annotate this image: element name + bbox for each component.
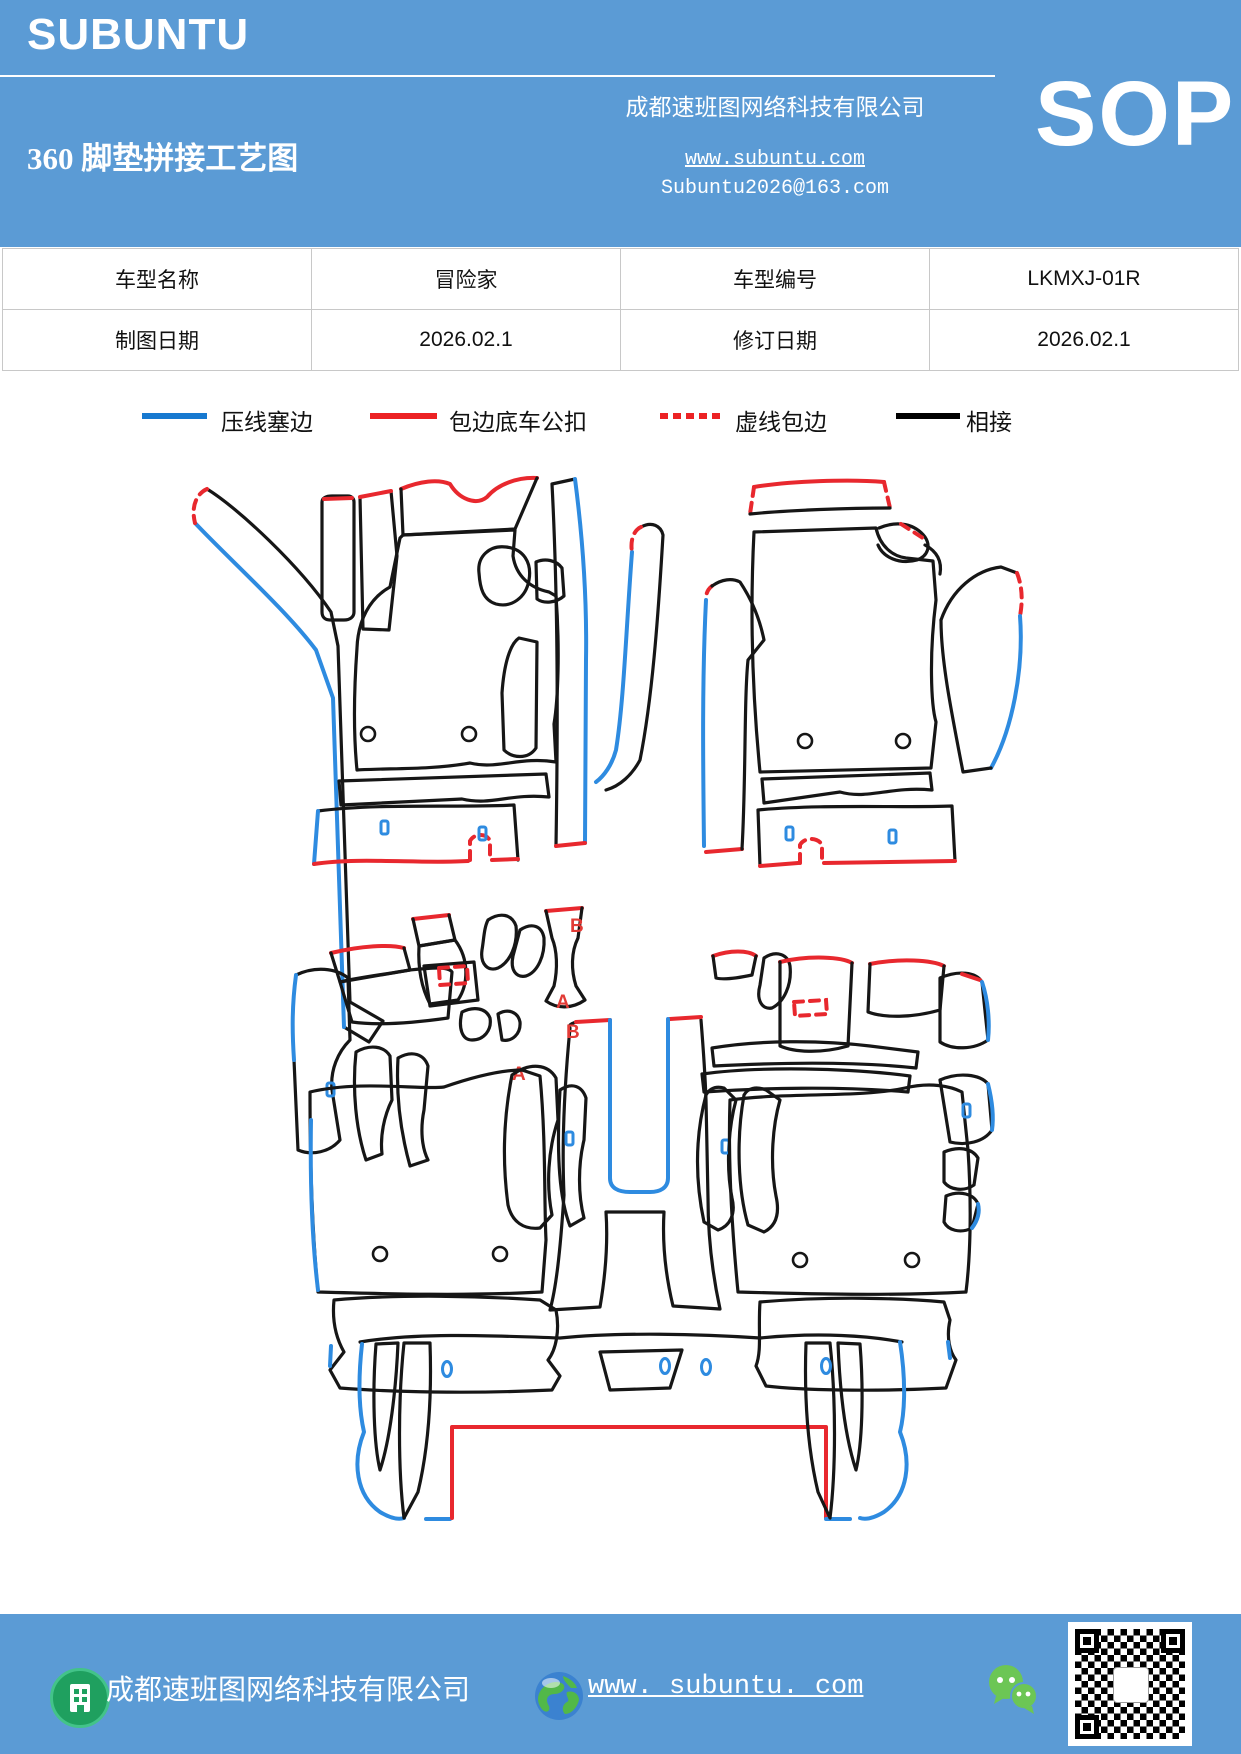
model-code-label: 车型编号 [620,248,930,310]
model-code-value: LKMXJ-01R [929,248,1239,310]
model-name-label: 车型名称 [2,248,312,310]
building-icon [50,1668,110,1728]
qr-finder-icon [1075,1715,1099,1739]
qr-finder-icon [1161,1629,1185,1653]
mat-splicing-drawing: B A B A [0,460,1241,1550]
page-title: 360 脚垫拼接工艺图 [27,141,299,176]
globe-icon [533,1670,585,1722]
draw-date-value: 2026.02.1 [311,309,621,371]
qr-finder-icon [1075,1629,1099,1653]
marker-letter: B [570,916,584,937]
footer-banner [0,1614,1241,1754]
legend-swatch-buckle [370,413,437,419]
cargo-mat-drawing [355,1332,909,1521]
rear-left-mat-drawing [290,967,588,1394]
brand-logo-text: SUBUNTU [27,10,250,59]
draw-date-label: 制图日期 [2,309,312,371]
revise-date-label: 修订日期 [620,309,930,371]
legend-label-join: 相接 [966,410,1012,435]
footer-website-link[interactable]: www. subuntu. com [588,1672,864,1702]
doc-type-label: SOP [1035,63,1236,165]
qr-center-logo [1113,1667,1149,1703]
legend-label-press-edge: 压线塞边 [221,410,313,435]
revise-date-value: 2026.02.1 [929,309,1239,371]
model-name-value: 冒险家 [311,248,621,310]
table-row: 制图日期 2026.02.1 修订日期 2026.02.1 [2,309,1239,371]
line-type-legend: 压线塞边 包边底车公扣 虚线包边 相接 [0,403,1241,445]
marker-letter: A [556,992,570,1013]
legend-label-buckle: 包边底车公扣 [449,410,587,435]
front-left-mat-drawing [191,475,589,1044]
legend-swatch-join [896,413,960,419]
front-right-mat-drawing [594,478,1024,868]
vehicle-info-table: 车型名称 冒险家 车型编号 LKMXJ-01R 制图日期 2026.02.1 修… [2,248,1239,371]
rear-right-mat-drawing [598,1073,995,1392]
header-banner: SUBUNTU 成都速班图网络科技有限公司 360 脚垫拼接工艺图 SOP ww… [0,0,1241,247]
rear-parts-cluster-right [700,949,991,1094]
wechat-icon [982,1658,1046,1722]
header-divider [0,75,995,77]
footer-company-name: 成都速班图网络科技有限公司 [106,1675,471,1706]
rear-parts-cluster-left [329,906,587,1042]
table-row: 车型名称 冒险家 车型编号 LKMXJ-01R [2,248,1239,310]
header-website-link[interactable]: www.subuntu.com [684,148,866,171]
qr-code [1068,1622,1192,1746]
legend-label-dashed-wrap: 虚线包边 [735,410,827,435]
marker-letter: B [566,1022,580,1043]
header-email: Subuntu2026@163.com [660,177,890,200]
legend-swatch-dashed-wrap [660,413,722,419]
qr-pattern [1075,1629,1185,1739]
header-company-name: 成都速班图网络科技有限公司 [625,95,925,120]
legend-swatch-press-edge [142,413,207,419]
